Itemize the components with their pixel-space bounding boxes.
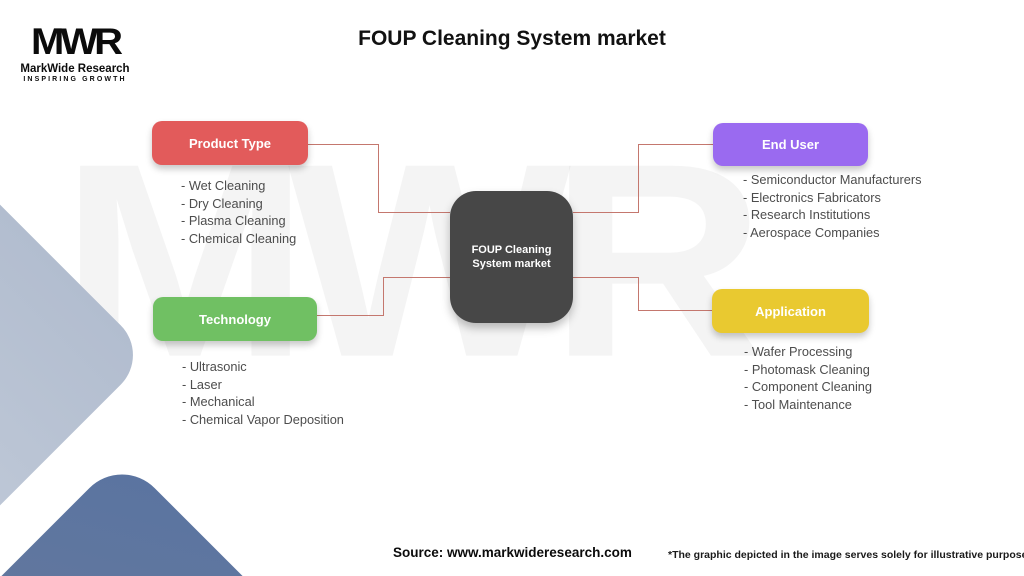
logo-acronym: MWR	[31, 21, 123, 63]
connector-product-type-h1	[308, 144, 379, 145]
segment-list-technology: - Ultrasonic - Laser - Mechanical - Chem…	[182, 358, 344, 428]
source-text: Source: www.markwideresearch.com	[393, 545, 632, 560]
connector-technology-v	[383, 277, 384, 316]
list-item: - Chemical Cleaning	[181, 230, 297, 246]
segment-box-product-type: Product Type	[152, 121, 308, 165]
logo-name: MarkWide Research	[20, 63, 130, 75]
connector-application-h1	[573, 277, 638, 278]
segment-label-technology: Technology	[199, 311, 271, 327]
segment-label-application: Application	[755, 303, 826, 319]
list-item: - Laser	[182, 376, 222, 392]
segment-list-end-user: - Semiconductor Manufacturers - Electron…	[743, 171, 922, 241]
list-item: - Wet Cleaning	[181, 178, 266, 193]
connector-technology-h1	[317, 315, 384, 316]
segment-box-technology: Technology	[153, 297, 317, 341]
list-item: - Tool Maintenance	[744, 396, 852, 412]
connector-product-type-h2	[378, 212, 450, 213]
segment-box-application: Application	[712, 289, 869, 333]
connector-end-user-v	[638, 144, 639, 213]
segment-list-application: - Wafer Processing - Photomask Cleaning …	[744, 343, 872, 413]
list-item: - Photomask Cleaning	[744, 361, 870, 377]
list-item: - Mechanical	[182, 394, 255, 409]
list-item: - Research Institutions	[743, 207, 871, 222]
logo-tagline: INSPIRING GROWTH	[23, 76, 127, 83]
list-item: - Wafer Processing	[744, 344, 853, 359]
connector-product-type-v	[378, 144, 379, 213]
center-node-label-line2: System market	[472, 258, 551, 270]
connector-application-v	[638, 277, 639, 311]
connector-application-h2	[638, 310, 712, 311]
list-item: - Component Cleaning	[744, 379, 873, 394]
segment-label-product-type: Product Type	[188, 135, 272, 151]
list-item: - Dry Cleaning	[181, 195, 263, 211]
disclaimer-text: *The graphic depicted in the image serve…	[668, 549, 1024, 561]
connector-end-user-h2	[638, 144, 713, 145]
decorative-diamond-dark	[0, 455, 377, 576]
list-item: - Chemical Vapor Deposition	[182, 411, 344, 427]
list-item: - Ultrasonic	[182, 359, 247, 374]
page-title: FOUP Cleaning System market	[358, 27, 666, 50]
markwide-logo: MWR MarkWide Research INSPIRING GROWTH	[20, 22, 130, 83]
brand-watermark: MWR	[60, 122, 766, 398]
list-item: - Aerospace Companies	[743, 224, 880, 240]
center-node-label-line1: FOUP Cleaning	[471, 244, 552, 256]
segment-list-product-type: - Wet Cleaning - Dry Cleaning - Plasma C…	[181, 177, 296, 247]
list-item: - Plasma Cleaning	[181, 213, 286, 228]
connector-end-user-h1	[573, 212, 638, 213]
segment-label-end-user: End User	[761, 137, 820, 152]
list-item: - Semiconductor Manufacturers	[743, 172, 922, 187]
center-node: FOUP Cleaning System market	[450, 191, 573, 323]
list-item: - Electronics Fabricators	[743, 189, 881, 205]
segment-box-end-user: End User	[713, 123, 868, 166]
connector-technology-h2	[383, 277, 450, 278]
